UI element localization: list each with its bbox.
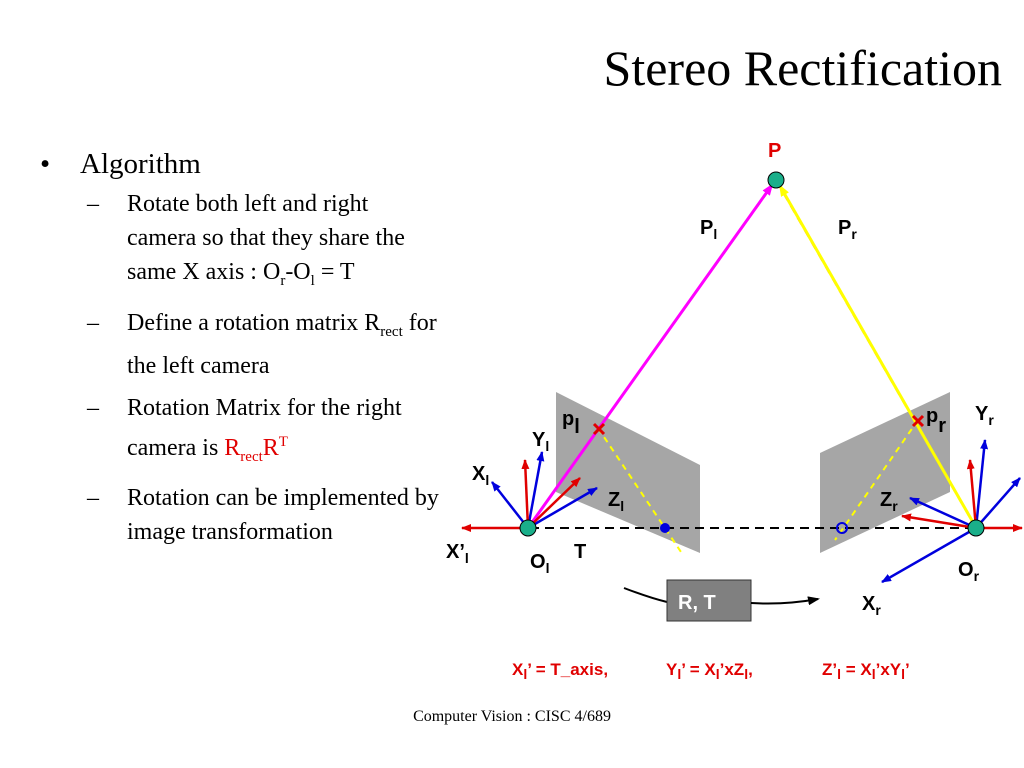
left-red-axis-up (521, 459, 530, 529)
dash-marker: – (87, 309, 99, 336)
bullet-algorithm-label: Algorithm (80, 148, 201, 180)
label-ol: Ol (530, 551, 549, 576)
left-epipolar-dashed-line (597, 427, 684, 556)
sub-bullet-list: – Rotate both left and right camera so t… (40, 187, 440, 549)
right-axis-x-arrow (881, 526, 977, 584)
sub-r: r (280, 272, 286, 289)
label-pr-point: pr (926, 405, 946, 437)
sub-bullet-implement: – Rotation can be implemented by image t… (87, 481, 440, 549)
sub-bullet-rotation-matrix: – Rotation Matrix for the right camera i… (87, 391, 440, 474)
label-p: P (768, 140, 781, 162)
right-image-plane (820, 392, 950, 553)
right-red-axis-left (901, 513, 977, 530)
dash-marker: – (87, 191, 99, 217)
right-axis-y-arrow (974, 439, 989, 529)
left-image-plane (556, 392, 700, 553)
sub-bullet-define-text: Define a rotation matrix R (127, 309, 381, 336)
left-red-axis-diag (527, 477, 581, 529)
sub-bullet-rotation-text: Rotation Matrix for the right camera is (127, 394, 402, 461)
label-pr-vector: Pr (838, 217, 857, 242)
left-epipole-marker (660, 523, 670, 533)
sub-bullet-implement-text: Rotation can be implemented by image tra… (127, 485, 439, 546)
rt-right-arrow (750, 596, 820, 606)
sub-l: l (310, 272, 315, 289)
sub-define-end: for the left camera (127, 309, 437, 379)
pr-point-marker (911, 414, 925, 428)
right-epipole-marker (836, 522, 848, 534)
rrect-r: R (224, 434, 241, 461)
rrect-sup: T (278, 433, 288, 450)
label-pl-point: pl (562, 408, 580, 438)
pl-point-marker (592, 422, 606, 436)
label-xprime-l: X’l (446, 541, 469, 566)
sub-mid: -O (285, 259, 311, 285)
left-axis-z-arrow (527, 486, 598, 530)
label-xr: Xr (862, 593, 881, 618)
right-red-axis-up (966, 459, 978, 529)
pl-vector-arrow (526, 183, 774, 529)
left-axis-x-arrow (491, 481, 529, 529)
label-pl-vector: Pl (700, 217, 717, 242)
label-xl: Xl (472, 463, 489, 488)
bullet-list: • Algorithm – Rotate both left and right… (40, 145, 440, 557)
slide-footer: Computer Vision : CISC 4/689 (413, 708, 611, 725)
world-point-p (767, 171, 785, 189)
bullet-algorithm: • Algorithm (40, 145, 440, 183)
right-epipolar-dashed-line (834, 419, 919, 541)
sub-bullet-define: – Define a rotation matrix Rrect for the… (87, 306, 440, 383)
label-t: T (574, 541, 586, 563)
label-or: Or (958, 559, 980, 584)
right-camera-center (967, 519, 985, 537)
left-camera-center (519, 519, 537, 537)
right-axis-z-arrow (909, 496, 977, 530)
label-yl: Yl (532, 429, 549, 454)
equation-xl: Xl’ = T_axis, (512, 660, 608, 682)
bullet-marker: • (40, 148, 51, 180)
sub-rect: rect (380, 323, 403, 340)
rt-left-arrow-line (623, 587, 668, 603)
dash-marker: – (87, 394, 99, 421)
left-axis-y-arrow (526, 451, 545, 529)
label-zr: Zr (880, 489, 898, 514)
label-yr: Yr (975, 403, 994, 428)
label-zl: Zl (608, 489, 624, 514)
label-rt: R, T (678, 592, 716, 614)
equation-zl: Z’l = Xl’xYl’ (822, 660, 910, 682)
sub-bullet-rotate: – Rotate both left and right camera so t… (87, 187, 440, 298)
rrect-sub: rect (240, 448, 263, 465)
slide-title: Stereo Rectification (603, 40, 1002, 96)
rrect-r2: R (262, 434, 279, 461)
right-blue-axis-upright (975, 477, 1021, 529)
sub-bullet-rotate-text: Rotate both left and right camera so tha… (127, 191, 405, 285)
sub-end: = T (314, 259, 355, 285)
pr-vector-arrow (778, 184, 976, 525)
rt-box (666, 579, 752, 622)
equation-yl: Yl’ = Xl’xZl, (666, 660, 753, 682)
dash-marker: – (87, 485, 99, 512)
